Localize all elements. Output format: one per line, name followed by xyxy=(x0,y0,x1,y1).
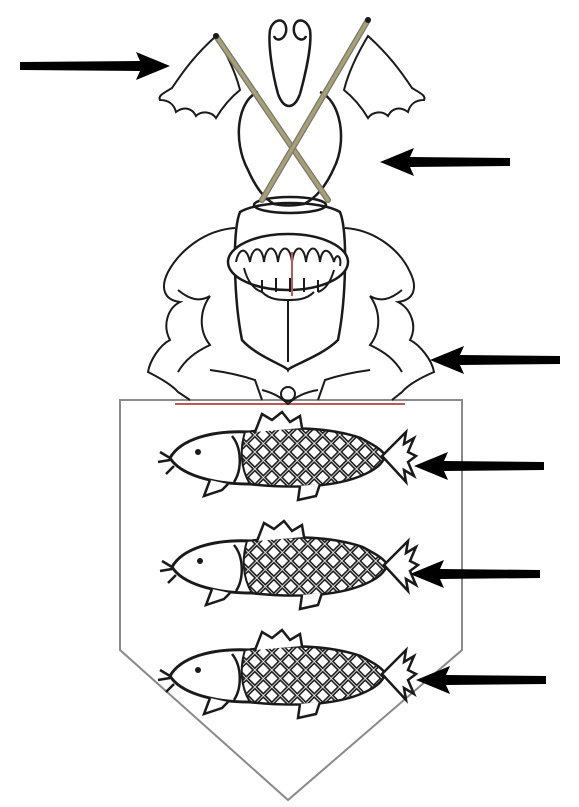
arrow-to-fish-3 xyxy=(416,666,546,694)
arrow-to-fish-2 xyxy=(410,560,540,588)
fish-2 xyxy=(160,521,418,609)
arrow-to-fish-1 xyxy=(414,452,544,480)
helmet xyxy=(228,203,348,370)
arrow-to-mantling xyxy=(430,346,560,374)
arrow-to-crest-flags xyxy=(20,52,170,80)
fish-1 xyxy=(158,412,416,500)
crest xyxy=(239,20,341,213)
fish-3 xyxy=(158,630,416,718)
arrow-to-crossed-lances xyxy=(380,148,510,176)
crossed-lances xyxy=(213,17,371,200)
